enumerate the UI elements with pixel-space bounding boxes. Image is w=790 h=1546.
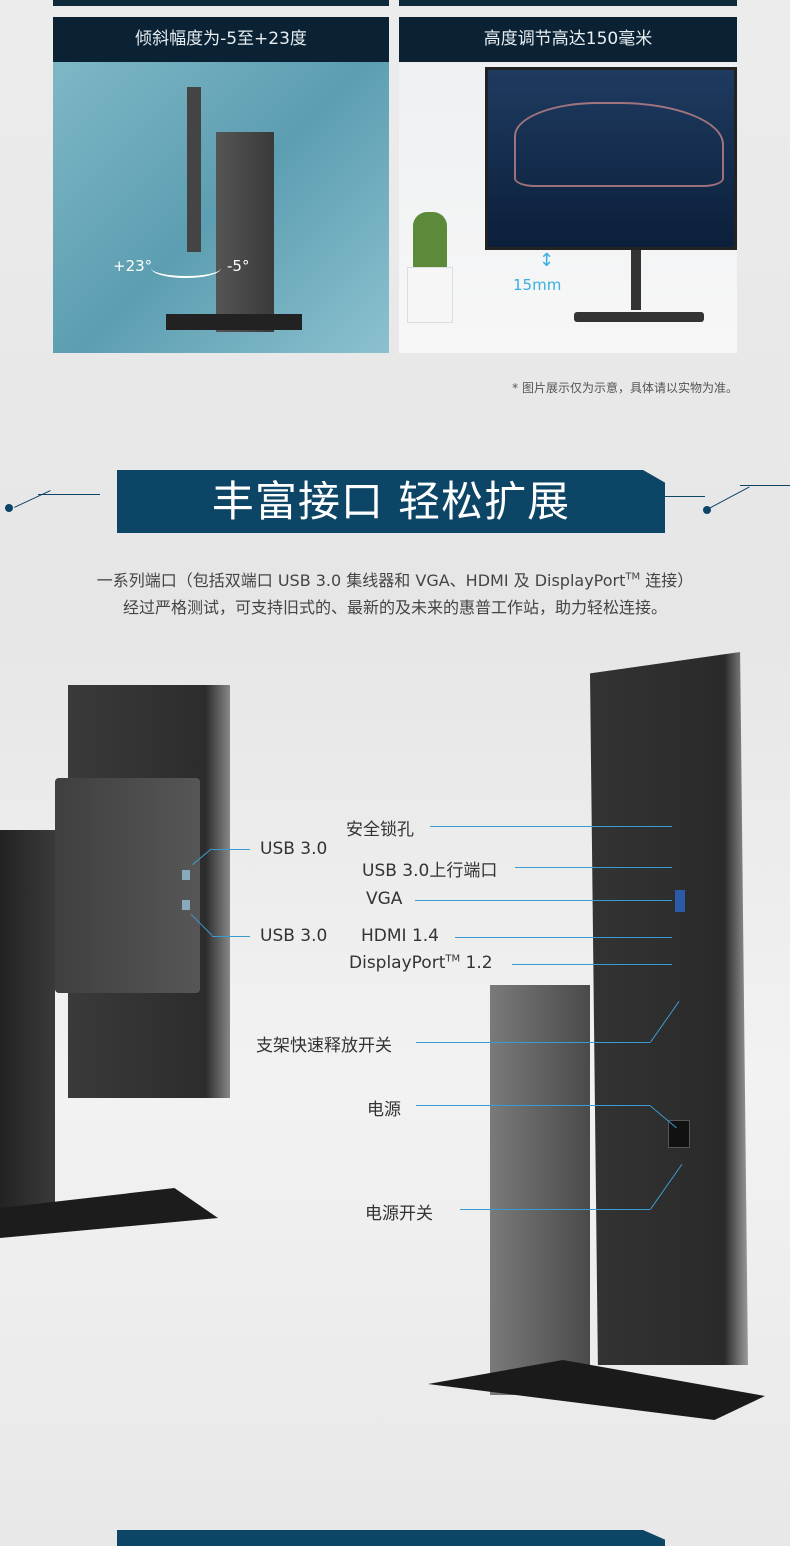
tilt-plus-label: +23° [113,257,153,275]
leader-line [416,1105,650,1106]
callout-security-lock: 安全锁孔 [346,820,414,840]
plant-pot [407,267,453,323]
previous-panel-left [53,0,389,6]
leader-line [416,1042,650,1043]
usb-port [182,900,190,910]
callout-hdmi: HDMI 1.4 [361,926,439,946]
stand-base [574,312,704,322]
tilt-arrow-icon [151,258,221,278]
vga-port [675,890,685,912]
leader-line [512,964,672,965]
leader-line [212,849,250,850]
callout-displayport: DisplayPortTM 1.2 [349,953,493,973]
height-measure: 15mm [513,276,562,294]
image-disclaimer: * 图片展示仅为示意，具体请以实物为准。 [512,381,738,395]
callout-usb-upstream: USB 3.0上行端口 [362,861,498,881]
callout-power-switch: 电源开关 [365,1204,433,1224]
stand-base [166,314,302,330]
leader-line [430,826,672,827]
section-banner [117,470,665,533]
section-title: 丰富接口 轻松扩展 [211,477,571,526]
tilt-minus-label: -5° [227,257,250,275]
height-image: ↕ 15mm [399,62,737,353]
height-panel: 高度调节高达150毫米 [399,17,737,62]
callout-vga: VGA [366,889,403,909]
previous-panel-right [399,0,737,6]
leader-line [455,937,672,938]
leader-line [415,900,672,901]
section-description-line2: 经过严格测试，可支持旧式的、最新的及未来的惠普工作站，助力轻松连接。 [122,598,667,617]
car-wireframe [514,102,724,187]
usb-port [182,870,190,880]
height-panel-title: 高度调节高达150毫米 [399,17,737,62]
callout-power: 电源 [367,1100,401,1120]
leader-line [460,1209,650,1210]
callout-stand-release: 支架快速释放开关 [256,1036,392,1056]
stand-neck [631,250,641,310]
callout-usb-left-top: USB 3.0 [260,839,328,859]
tilt-panel: 倾斜幅度为-5至+23度 [53,17,389,62]
tilt-panel-title: 倾斜幅度为-5至+23度 [53,17,389,62]
monitor-side [187,87,201,252]
height-arrow-icon: ↕ [539,250,555,271]
stand-column [216,132,274,332]
leader-line [212,936,250,937]
tilt-image: +23° -5° [53,62,389,353]
leader-line [515,867,672,868]
callout-usb-left-bottom: USB 3.0 [260,926,328,946]
section-description-line1: 一系列端口（包括双端口 USB 3.0 集线器和 VGA、HDMI 及 Disp… [96,571,694,590]
cactus [413,212,447,272]
next-section-banner [117,1530,665,1546]
power-socket [668,1120,690,1148]
